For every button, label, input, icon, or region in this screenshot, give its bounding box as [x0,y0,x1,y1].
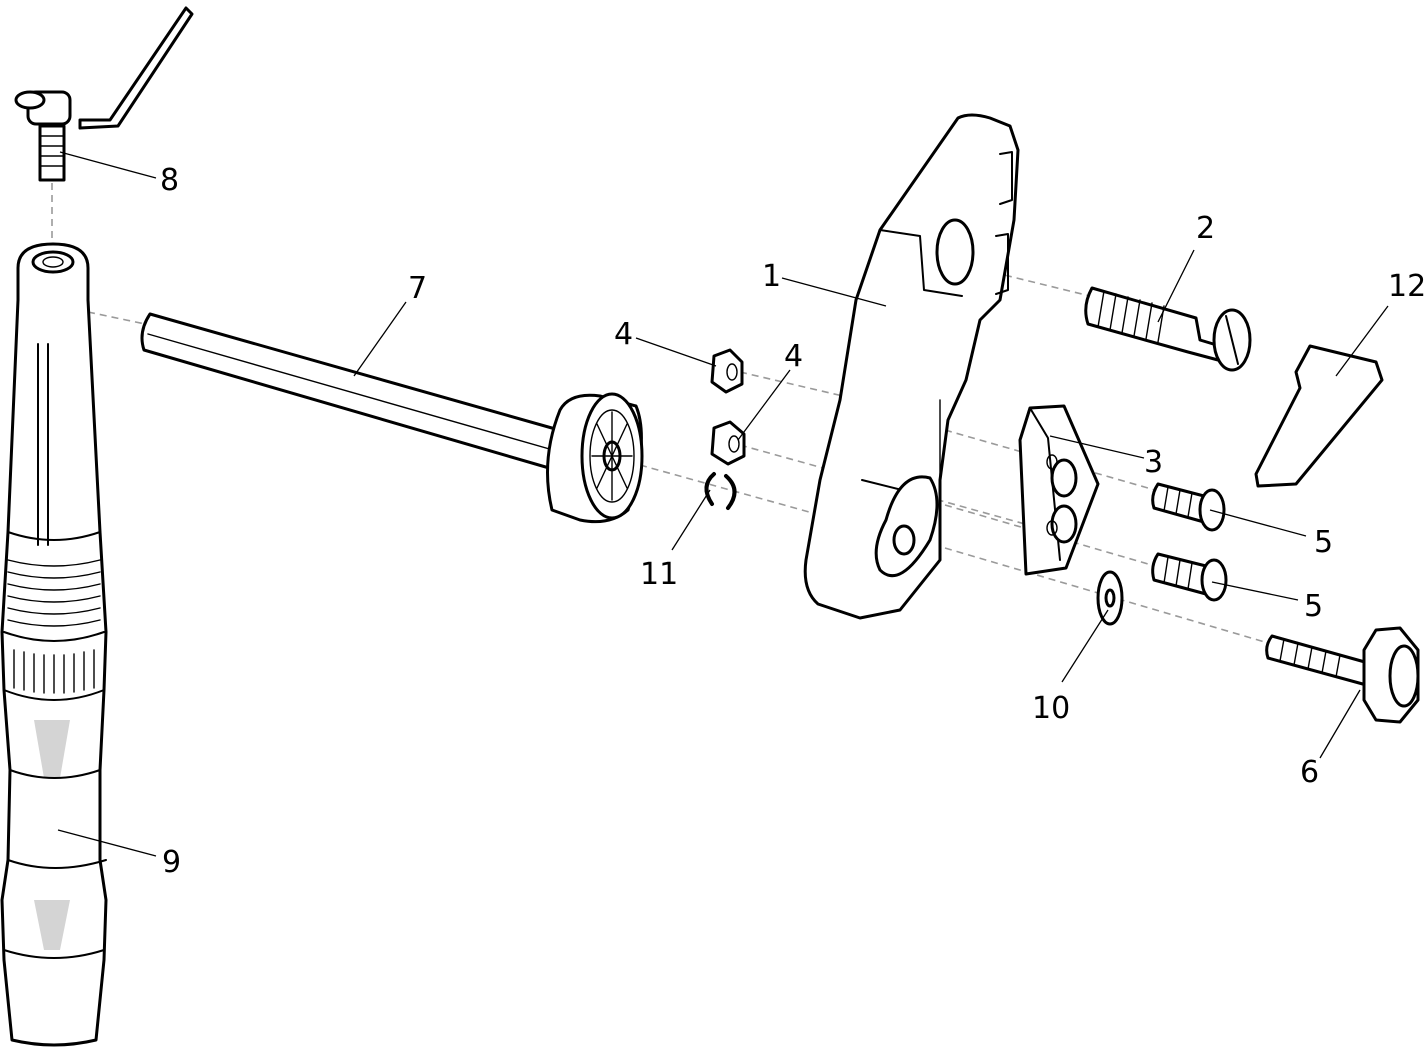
callout-9: 9 [162,845,181,880]
part-2-shoulder-screw [1084,286,1252,372]
part-3-clamp-block [1018,404,1100,576]
callout-leaders [57,151,1389,857]
callout-11: 11 [640,557,678,592]
part-5-screw-upper [1151,482,1226,532]
callout-2: 2 [1196,211,1215,246]
column-grip-ribs [13,649,95,694]
screw-6-threads [1279,638,1341,678]
callout-4-lower: 4 [784,339,803,374]
callout-7: 7 [408,271,427,306]
callout-5-upper: 5 [1314,525,1333,560]
part-11-clips [704,472,737,510]
part-4-nut-lower [710,420,746,466]
column-threads [7,559,101,627]
part-6-thumb-screw [1265,626,1420,724]
callout-8: 8 [160,163,179,198]
part-1-bracket [803,113,1020,620]
part-8-t-handle-pin [14,6,194,182]
callout-labels: 1 2 3 4 4 5 5 6 7 8 9 10 11 12 [160,163,1426,880]
part-7-shaft-knob [140,312,644,524]
callout-4-upper: 4 [614,317,633,352]
part-12-wedge [1254,344,1384,488]
callout-10: 10 [1032,691,1070,726]
callout-5-lower: 5 [1304,589,1323,624]
callout-6: 6 [1300,755,1319,790]
callout-12: 12 [1388,269,1426,304]
part-5-screw-lower [1151,552,1228,602]
part-10-washer [1096,570,1124,626]
part-4-nut-upper [710,348,744,394]
part-9-column [0,242,108,1047]
callout-3: 3 [1144,445,1163,480]
callout-1: 1 [762,259,781,294]
